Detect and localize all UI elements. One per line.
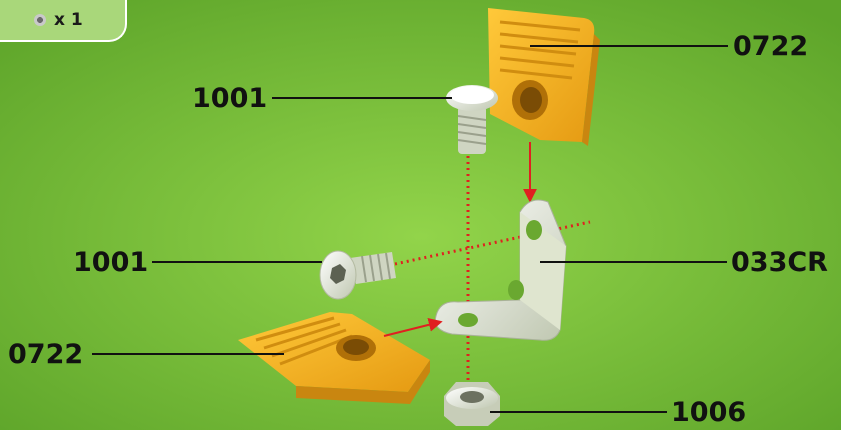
- label-033CR: 033CR: [731, 249, 828, 276]
- label-0722-bottom: 0722: [8, 341, 83, 368]
- nut-icon: [34, 14, 46, 26]
- quantity-text: x 1: [54, 10, 83, 30]
- label-1001-top: 1001: [192, 85, 267, 112]
- nut-1006: [444, 382, 500, 426]
- label-1006: 1006: [671, 399, 746, 426]
- quantity-tab: x 1: [0, 0, 127, 42]
- label-0722-top: 0722: [733, 33, 808, 60]
- label-1001-side: 1001: [73, 249, 148, 276]
